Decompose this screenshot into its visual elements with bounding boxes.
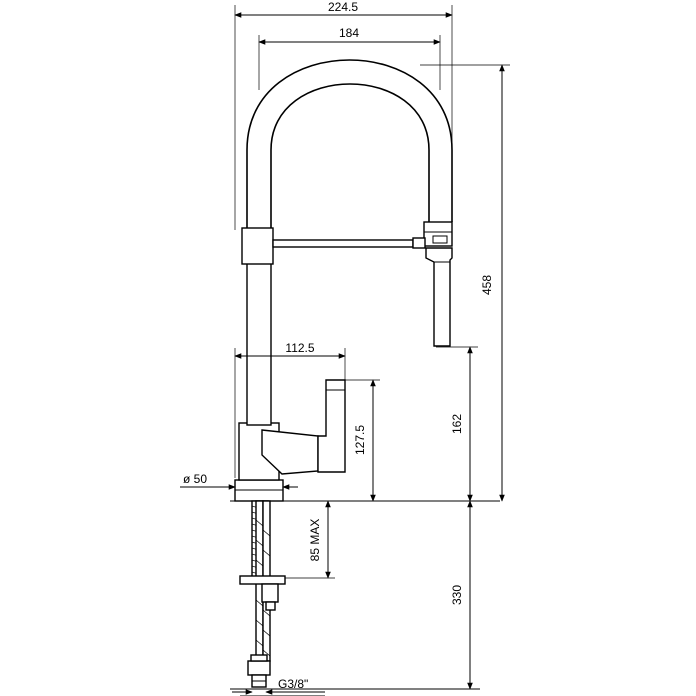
fixing-plate <box>239 575 286 585</box>
base-diameter-label: ø 50 <box>183 472 207 486</box>
dim-max-thickness: 85 MAX <box>285 500 335 579</box>
thread-label: G3/8" <box>278 677 308 691</box>
dim-lever-height: 127.5 <box>345 379 380 502</box>
spout-height-label: 162 <box>450 414 464 434</box>
dim-spout-height: 162 <box>436 346 478 502</box>
hose-length-label: 330 <box>450 585 464 605</box>
hose-fitting <box>247 660 271 676</box>
spout-arch-inner <box>270 83 430 228</box>
max-thickness-label: 85 MAX <box>308 519 322 562</box>
lever-joint <box>261 429 319 475</box>
support-bar <box>272 239 414 248</box>
holder-collar <box>241 227 274 265</box>
dim-spout-width: 184 <box>258 26 441 90</box>
spray-dock <box>423 221 453 247</box>
faucet-outline <box>234 59 453 688</box>
dim-hose-length: 330 <box>450 500 473 690</box>
lever-handle <box>317 379 346 473</box>
spout-width-label: 184 <box>339 26 359 40</box>
dim-overall-height: 458 <box>420 64 510 502</box>
fixing-nut <box>261 583 279 603</box>
dim-spout-reach: 112.5 <box>234 341 346 478</box>
dim-base-diameter: ø 50 <box>180 472 298 490</box>
lever-height-label: 127.5 <box>353 425 367 455</box>
dim-thread: G3/8" <box>232 677 325 695</box>
main-tube <box>246 261 272 426</box>
overall-height-label: 458 <box>480 275 494 295</box>
dim-overall-width: 224.5 <box>234 0 453 230</box>
spout-reach-label: 112.5 <box>285 341 314 355</box>
overall-width-label: 224.5 <box>328 0 358 14</box>
spout-arch-outer <box>246 59 453 228</box>
spray-head <box>425 247 453 347</box>
